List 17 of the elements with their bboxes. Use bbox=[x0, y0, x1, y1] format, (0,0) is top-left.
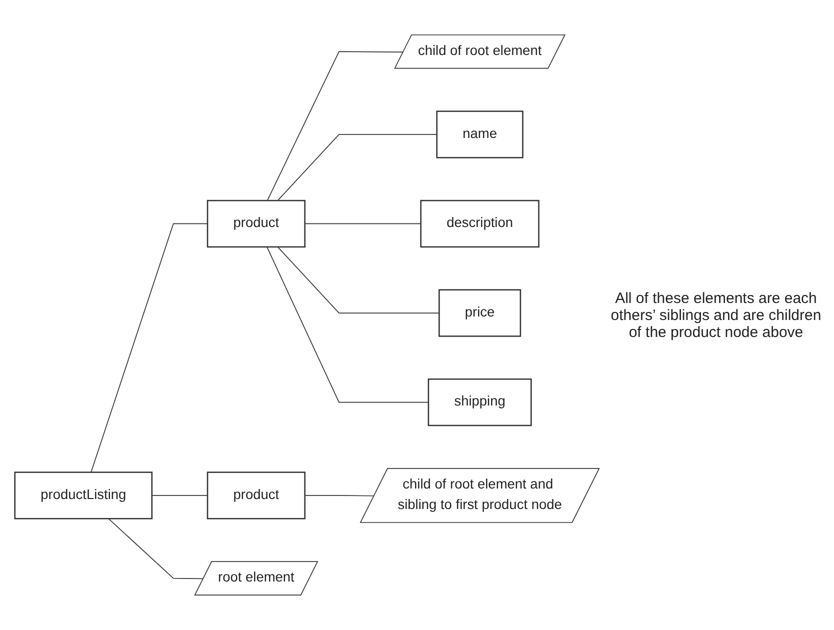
node-box: name bbox=[436, 110, 524, 158]
note-text: All of these elements are each others’ siblings and are children of the product node above bbox=[610, 290, 822, 340]
node-box: product bbox=[206, 200, 306, 248]
connector bbox=[266, 51, 404, 202]
node-box: price bbox=[438, 289, 522, 337]
connector bbox=[90, 223, 208, 473]
node-box: product bbox=[206, 472, 306, 520]
connector bbox=[304, 495, 375, 496]
connector bbox=[108, 518, 204, 580]
connector bbox=[304, 223, 422, 224]
node-box: description bbox=[420, 200, 540, 248]
node-box: productListing bbox=[14, 472, 153, 520]
connector bbox=[277, 134, 438, 202]
connector bbox=[151, 495, 208, 496]
connector bbox=[277, 246, 440, 314]
connector bbox=[266, 246, 429, 403]
node-box: shipping bbox=[428, 378, 532, 426]
